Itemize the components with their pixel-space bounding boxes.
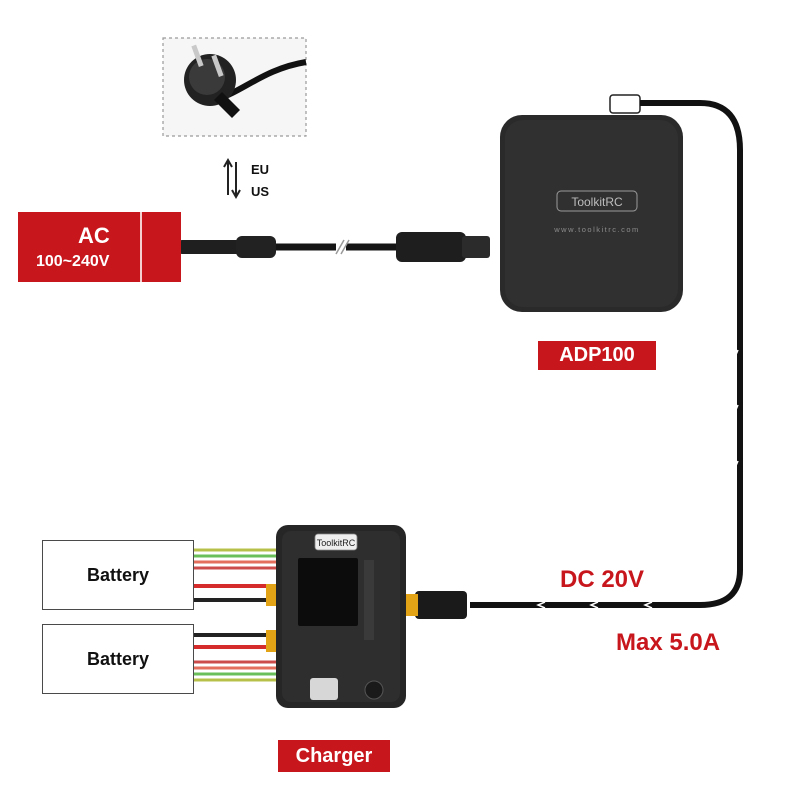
dc-voltage-label: DC 20V [560,566,644,593]
swap-arrows-icon [223,157,241,200]
battery-box-2: Battery [42,624,194,694]
charger-label-text: Charger [295,744,373,767]
adapter-url-text: www.toolkitrc.com [553,225,640,234]
adapter-label-text: ADP100 [559,344,635,366]
adapter-body [500,94,683,312]
battery-label: Battery [86,648,150,669]
ac-tag-voltage: 100~240V [36,253,110,270]
ac-tag-title: AC [78,223,110,248]
eu-plug-inset [162,37,307,137]
eu-label: EU [251,162,269,177]
dc-cable [470,100,743,609]
us-label: US [251,184,269,199]
charger-brand-text: ToolkitRC [317,538,356,548]
ac-tag-divider [140,212,142,282]
charger-body [276,525,406,708]
adapter-label: ADP100 [538,341,656,370]
adapter-brand-text: ToolkitRC [571,195,623,209]
ac-tag: AC 100~240V [18,212,181,282]
ac-cable [178,232,490,262]
battery-box-1: Battery [42,540,194,610]
battery-label: Battery [86,564,150,585]
max-current-label: Max 5.0A [616,629,720,656]
battery-wires [194,548,285,682]
charger-label: Charger [278,740,390,772]
